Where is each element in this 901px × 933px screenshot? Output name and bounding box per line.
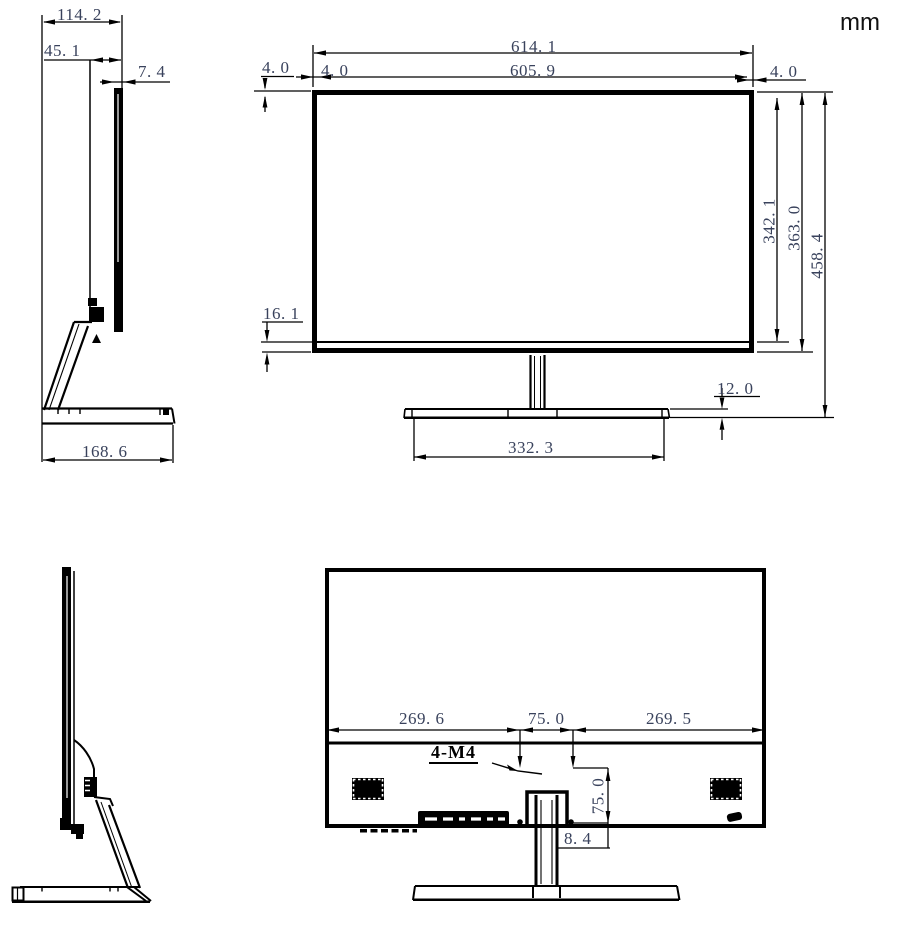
dim-rear-span-left: 269. 6 [399,709,445,728]
dim-front-bezel-top: 4. 0 [262,58,290,77]
dim-side-head-depth: 45. 1 [44,41,81,60]
vent-grille-left [352,778,384,800]
vesa-screw-hole [517,819,523,825]
side-view-bottom-linework [11,571,152,904]
vesa-screw-hole [568,819,574,825]
dim-front-bezel-bottom: 16. 1 [263,304,300,323]
dim-side-base-depth: 168. 6 [82,442,128,461]
dim-front-bezel-left: 4. 0 [321,61,349,80]
dim-front-bezel-right: 4. 0 [770,62,798,81]
rear-view-linework [325,568,766,902]
dim-front-height-total: 458. 4 [807,233,827,279]
vent-grille-right [710,778,742,800]
dim-side-depth-total: 114. 2 [57,5,102,24]
front-view-linework [254,45,834,461]
front-view-arrows [262,50,828,460]
dim-front-base-height: 12. 0 [717,379,754,398]
rear-view-white-details [352,778,742,821]
side-view-bottom-white-details [66,576,90,798]
dim-front-base-width: 332. 3 [508,438,554,457]
dim-front-height-head: 363. 0 [784,205,804,251]
lock-slot [726,811,743,822]
dim-rear-span-right: 269. 5 [646,709,692,728]
dim-rear-screw-offset: 8. 4 [564,829,592,848]
dim-front-height-active: 342. 1 [759,198,779,244]
dim-rear-vesa-height: 75. 0 [588,777,608,815]
dim-front-width-active: 605. 9 [510,61,556,80]
vesa-screw-note: 4-M4 [429,742,478,764]
dim-front-width-total: 614. 1 [511,37,557,56]
dim-rear-vesa-width: 75. 0 [528,709,565,728]
rear-view-solids [327,727,764,827]
unit-label: mm [840,9,880,36]
side-view-bottom-solids [60,567,97,839]
dim-side-panel-thickness: 7. 4 [138,62,166,81]
